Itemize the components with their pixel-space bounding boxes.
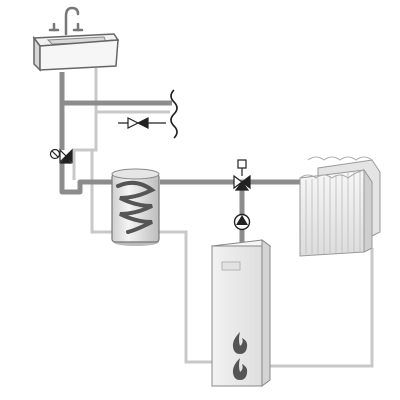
return-pipe-sink — [90, 68, 112, 234]
faucet-icon — [48, 6, 84, 36]
coil-icon — [116, 180, 156, 234]
return-pipes — [72, 68, 374, 368]
mixing-valve-icon — [49, 148, 73, 164]
three-way-valve-icon — [233, 159, 251, 191]
pump-icon — [233, 213, 251, 231]
pipe-break-icon — [170, 89, 178, 139]
boiler-icon — [210, 239, 272, 387]
radiator-icon — [299, 156, 381, 257]
flow-pipe-to-tank — [59, 162, 112, 195]
valve-icon — [127, 117, 149, 129]
flame-icon — [232, 332, 248, 380]
flow-pipes — [59, 72, 300, 248]
return-pipe-tank-boiler — [158, 230, 218, 364]
actuator-icon — [237, 159, 247, 169]
return-pipe-radiator-boiler — [270, 248, 374, 368]
sink-icon — [32, 6, 120, 72]
hot-water-tank-icon — [111, 168, 160, 246]
